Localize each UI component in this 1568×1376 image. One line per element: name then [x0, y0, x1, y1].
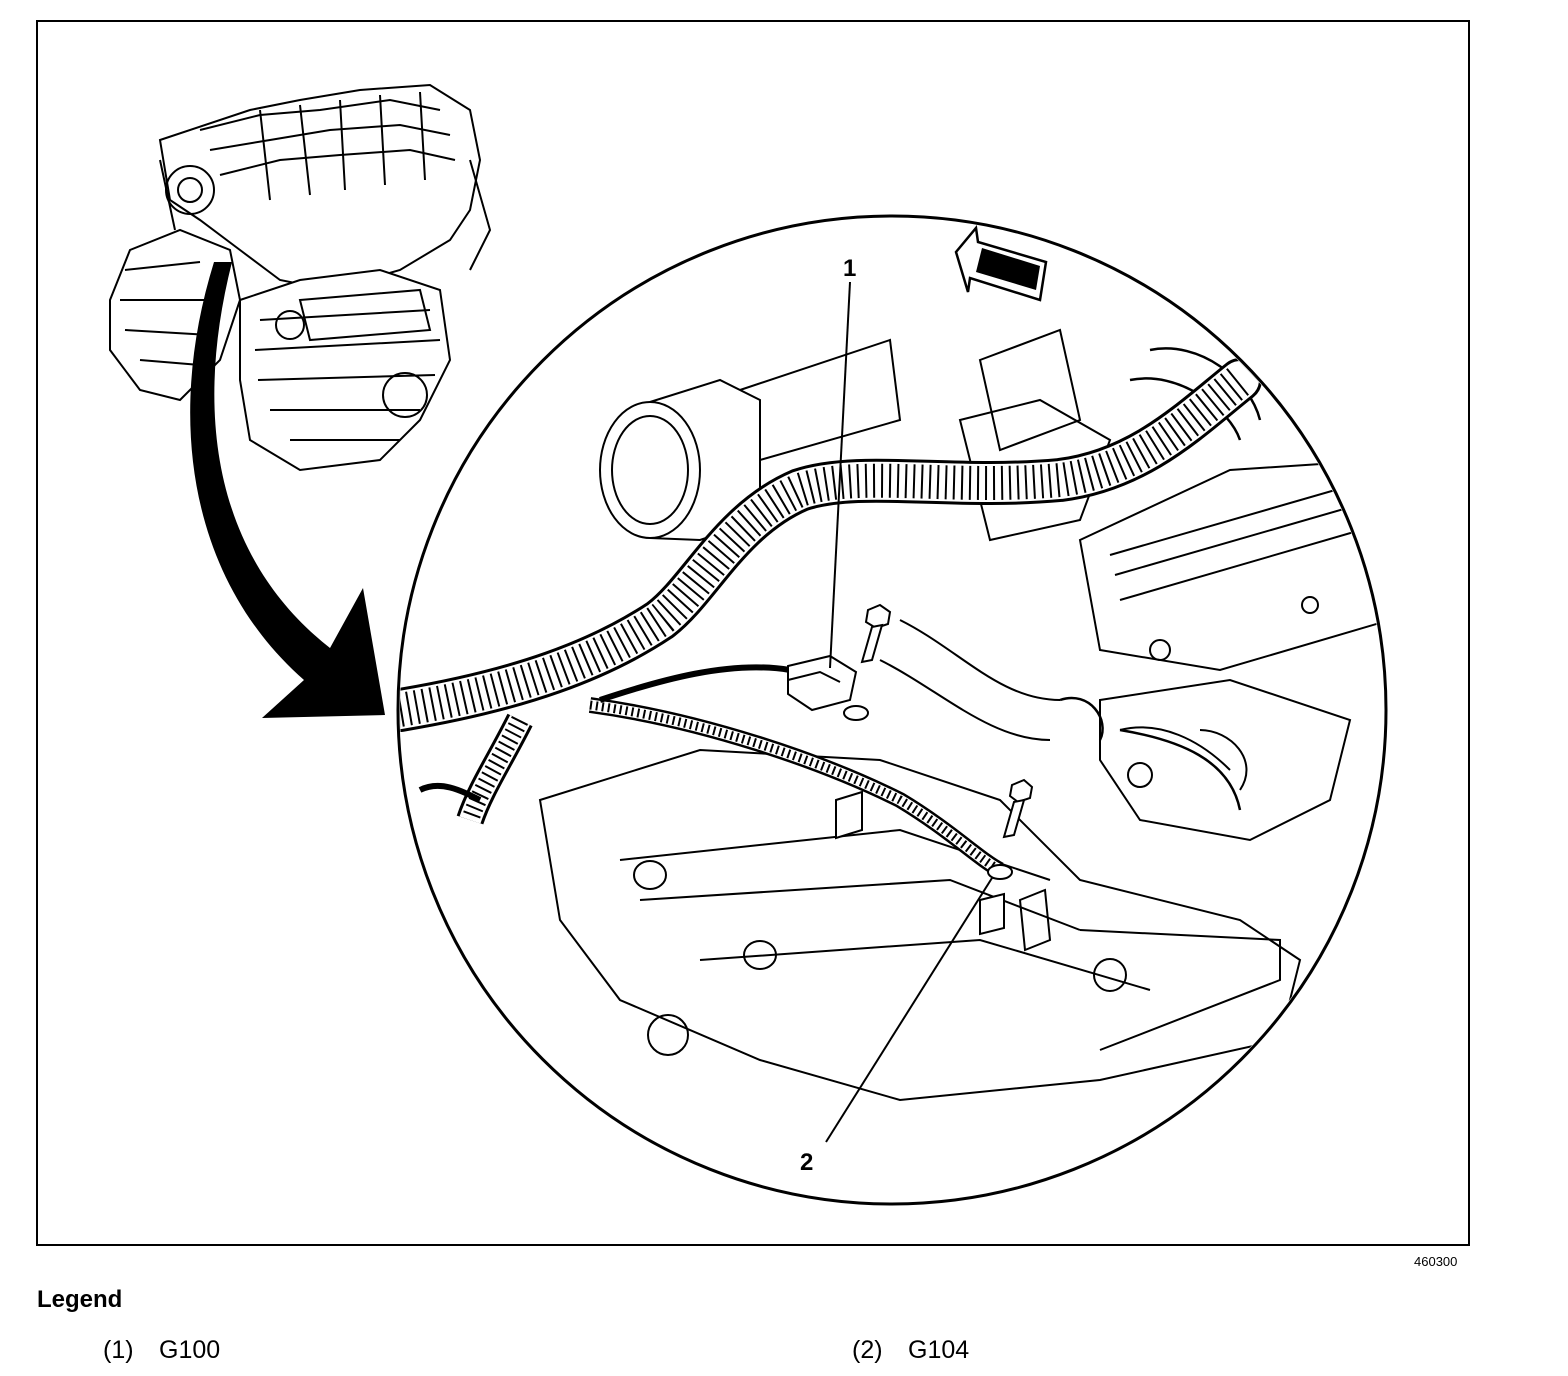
legend-entry: (2) G104: [852, 1336, 969, 1365]
legend-entry-label: G104: [908, 1336, 970, 1364]
throttle-body: [599, 338, 902, 542]
exhaust-manifold: [1099, 678, 1352, 842]
forward-direction-arrow-icon: [954, 225, 1048, 302]
legend-entry-number: (2): [852, 1336, 883, 1364]
locator-arrow-icon: [190, 262, 385, 718]
engine-overview-icon: [109, 83, 492, 472]
legend-heading: Legend: [37, 1286, 123, 1313]
callout-2: 2: [800, 1149, 813, 1176]
valve-cover-right: [1078, 458, 1384, 672]
legend-entry: (1) G100: [103, 1336, 220, 1365]
engine-ground-illustration: 1 2: [109, 83, 1388, 1206]
callout-leaders: [825, 281, 993, 1143]
figure-id: 460300: [1414, 1254, 1458, 1269]
harness-icon: [400, 358, 1262, 878]
legend-entry-number: (1): [103, 1336, 134, 1364]
callout-1: 1: [843, 255, 856, 282]
ground-bolt-icon: [835, 603, 1034, 936]
legend-entry-label: G100: [159, 1336, 221, 1364]
